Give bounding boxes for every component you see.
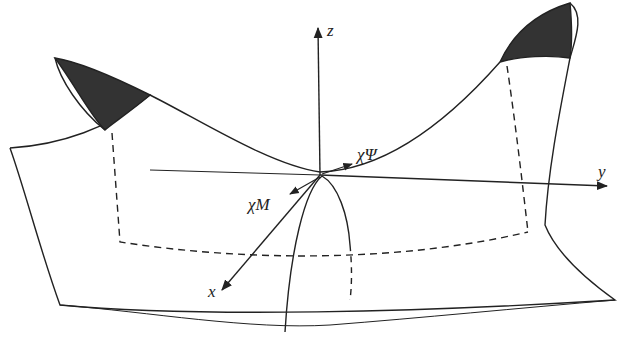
coordinate-label: χΨ <box>357 146 376 163</box>
coordinate-label: χM <box>248 196 270 213</box>
axis-label: z <box>327 22 334 39</box>
axis-label: y <box>598 163 606 180</box>
axis-label: x <box>208 283 216 300</box>
